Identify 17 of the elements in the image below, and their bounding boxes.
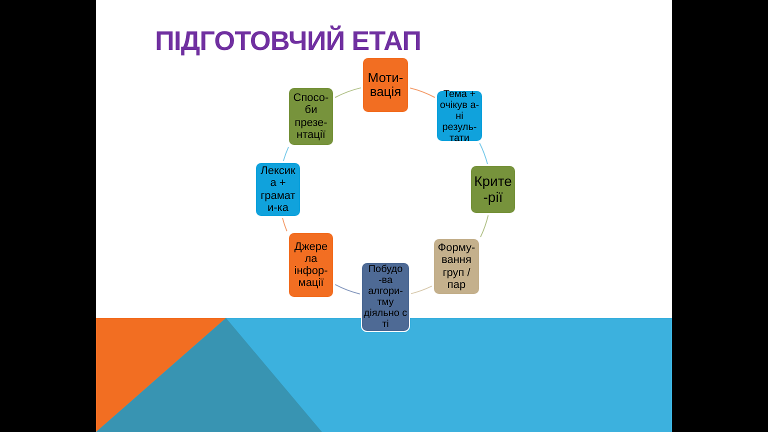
connector-arc <box>282 218 288 232</box>
connector-arc <box>410 286 432 294</box>
slide-title: ПІДГОТОВЧИЙ ЕТАП <box>155 26 422 57</box>
connector-arc <box>282 146 289 162</box>
step-box: Форму- вання груп / пар <box>433 238 480 295</box>
step-box: Джере ла інфор- мації <box>288 232 334 298</box>
connector-arc <box>480 214 489 238</box>
connector-arc <box>479 142 488 164</box>
step-box: Побудо -ва алгори- тму діяльно с ті <box>361 262 410 332</box>
step-box: Лексик а + грамат и-ка <box>255 162 301 217</box>
connector-arc <box>334 87 362 98</box>
step-box: Крите -рії <box>470 165 516 214</box>
connector-arc <box>334 284 360 294</box>
step-box: Спосо- би презе- нтації <box>288 87 334 146</box>
step-box: Моти- вація <box>362 57 409 113</box>
connector-arc <box>410 88 436 98</box>
step-box: Тема + очікув а-ні резуль- тати <box>436 90 483 142</box>
